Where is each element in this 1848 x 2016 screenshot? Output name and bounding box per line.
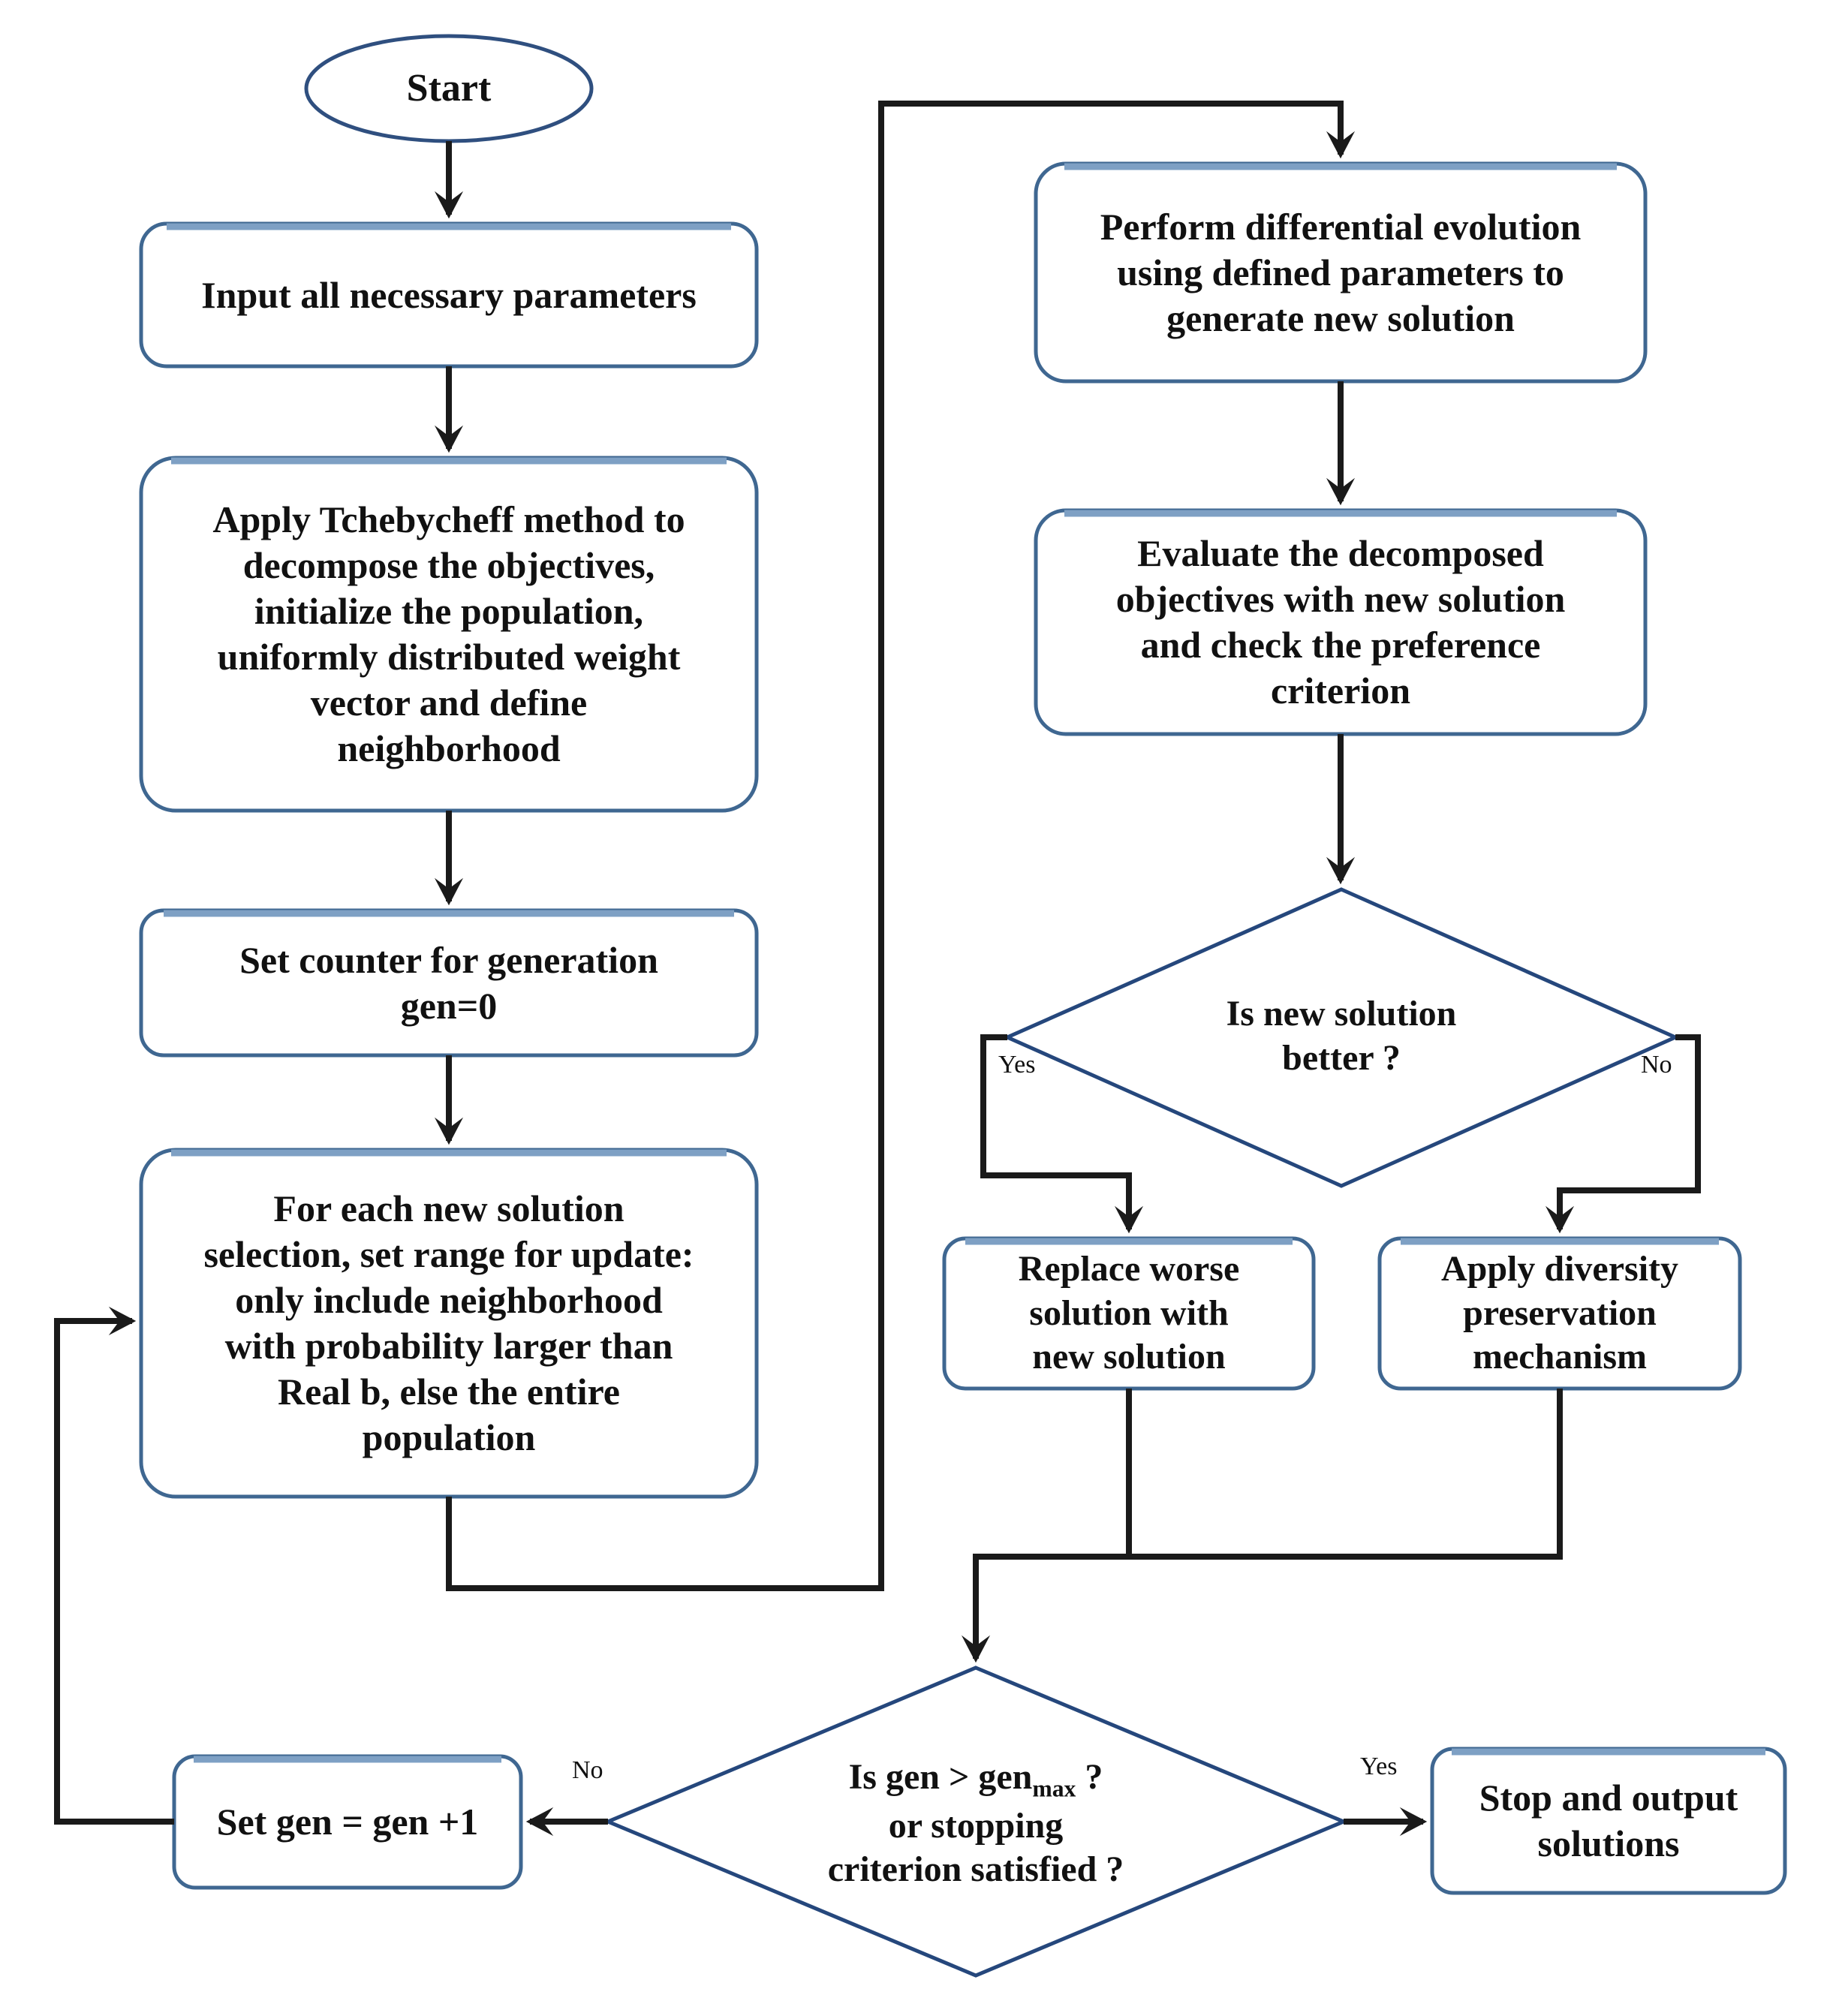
- edge-range-to-de: [446, 101, 1356, 1591]
- node-incgen-shape: [172, 1754, 523, 1890]
- node-diversity-shape: [1377, 1236, 1742, 1391]
- edge-better-yes-to-replace: [980, 1034, 1144, 1234]
- edge-replace-to-stopcheck: [961, 1389, 1132, 1663]
- edge-label-better-yes: Yes: [998, 1051, 1036, 1079]
- edge-diversity-to-stopcheck: [1129, 1389, 1563, 1560]
- node-stopcheck-shape: [603, 1665, 1349, 1978]
- node-tchebycheff-shape: [139, 456, 759, 813]
- edge-label-better-no: No: [1641, 1051, 1672, 1079]
- node-evaluate-shape: [1034, 508, 1648, 736]
- node-de-shape: [1034, 161, 1648, 384]
- node-input-shape: [139, 221, 759, 369]
- node-stop-shape: [1430, 1747, 1787, 1895]
- node-counter-shape: [139, 908, 759, 1058]
- edge-label-stopcheck-yes: Yes: [1360, 1753, 1398, 1780]
- node-better-shape: [1002, 887, 1681, 1188]
- edge-label-stopcheck-no: No: [572, 1756, 603, 1784]
- edge-better-no-to-diversity: [1545, 1034, 1701, 1234]
- edge-incgen-to-range: [54, 1306, 174, 1825]
- node-replace-shape: [942, 1236, 1316, 1391]
- node-start-shape: [304, 34, 594, 143]
- node-range-shape: [139, 1148, 759, 1499]
